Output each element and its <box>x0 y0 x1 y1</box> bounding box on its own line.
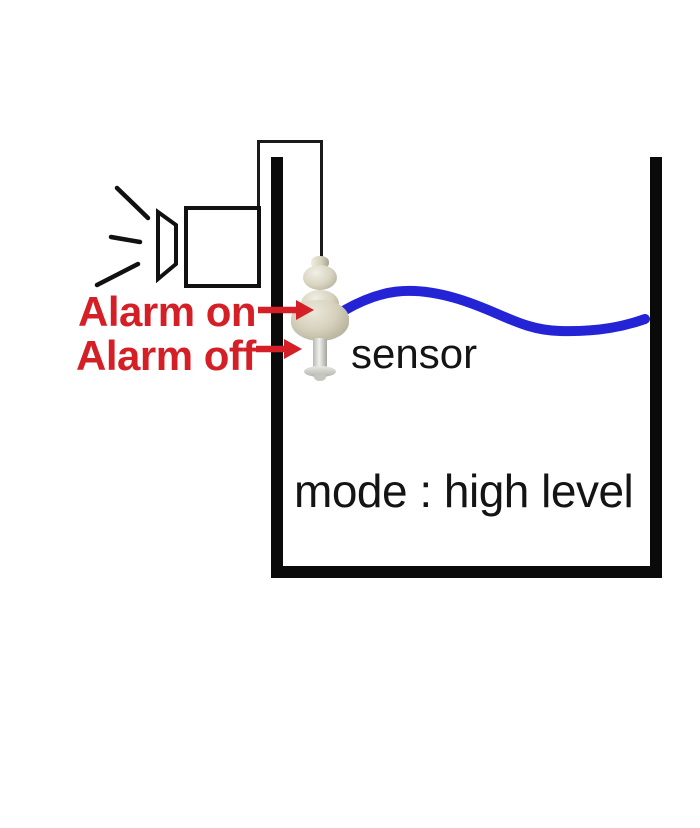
speaker-cone <box>156 208 178 284</box>
speaker-icon <box>94 185 178 288</box>
float-sensor-stem <box>313 338 327 371</box>
alarm-on-label: Alarm on <box>78 288 257 335</box>
wire-vertical-to-sensor <box>320 140 323 258</box>
sound-wave-line-top <box>114 185 151 221</box>
alarm-off-arrow-head <box>284 339 302 359</box>
float-sensor-nub <box>314 373 326 381</box>
right-arrow-icon <box>258 300 314 320</box>
water-wave-path <box>340 285 650 337</box>
wire-vertical-from-box <box>257 140 260 206</box>
sound-wave-line-bottom <box>94 261 141 288</box>
alarm-off-label: Alarm off <box>76 332 256 379</box>
alarm-control-box <box>184 206 261 288</box>
wire-horizontal-top <box>257 140 323 143</box>
sensor-label: sensor <box>351 330 478 377</box>
annotation-arrows <box>256 300 314 359</box>
mode-label: mode : high level <box>294 465 634 517</box>
tank-bottom <box>271 566 662 578</box>
sound-wave-line-middle <box>108 234 143 245</box>
tank-left-wall <box>271 157 283 578</box>
float-sensor-flange <box>304 366 336 377</box>
float-level-sensor <box>290 254 350 382</box>
right-arrow-icon <box>256 339 302 359</box>
alarm-on-arrow-head <box>296 300 314 320</box>
water-wave <box>340 285 650 337</box>
float-sensor-bead-upper <box>303 265 337 290</box>
tank-right-wall <box>650 157 662 578</box>
